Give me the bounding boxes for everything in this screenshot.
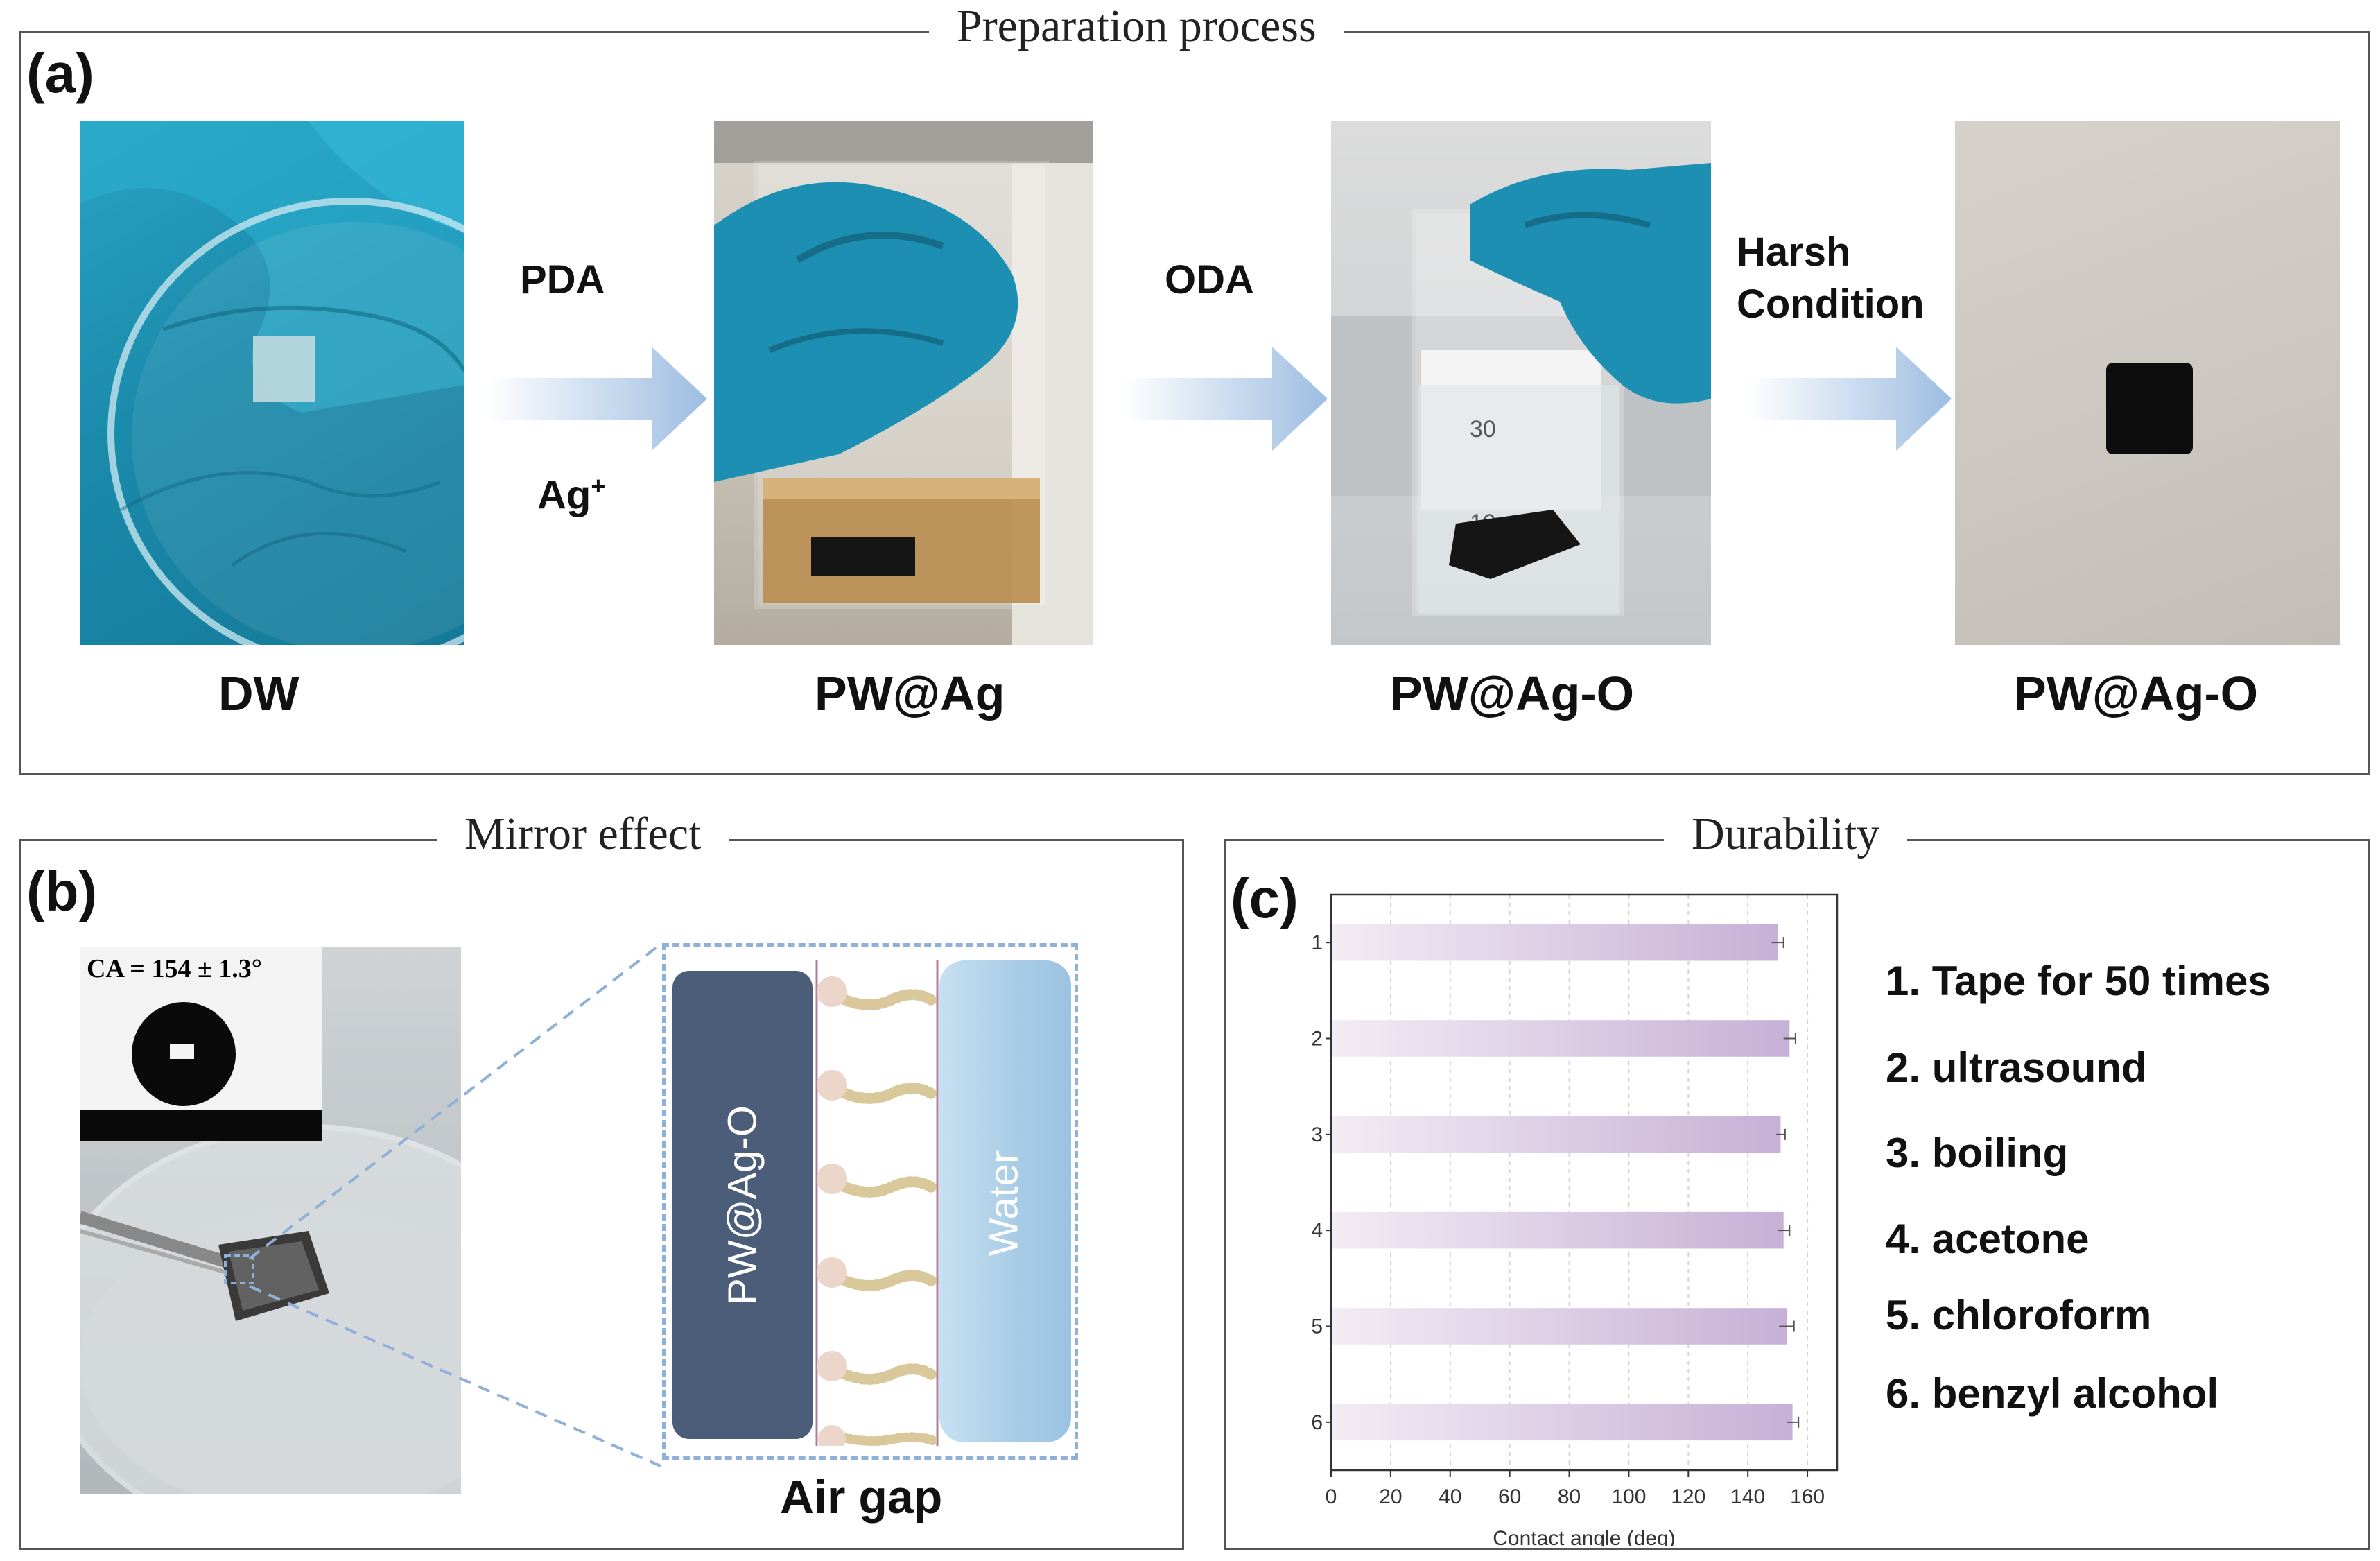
x-tick-label-40: 40 xyxy=(1439,1485,1461,1508)
label-air-gap: Air gap xyxy=(780,1471,943,1524)
photo-pw-ag-beaker xyxy=(714,121,1093,645)
label-ag-ion: Ag+ xyxy=(537,472,605,518)
label-harsh: Harsh xyxy=(1737,230,1851,275)
label-ag: Ag xyxy=(537,472,591,518)
label-ag-charge: + xyxy=(591,472,606,500)
panel-label-b: (b) xyxy=(26,861,98,922)
mirror-illustration xyxy=(80,1124,461,1494)
bar-6 xyxy=(1331,1404,1793,1441)
arrow-step-1 xyxy=(485,347,707,451)
y-tick-label-5: 5 xyxy=(1311,1316,1323,1338)
beaker-oda-illustration: 30 10 xyxy=(1331,163,1711,616)
x-axis-label: Contact angle (deg) xyxy=(1493,1527,1676,1546)
contact-angle-inset: CA = 154 ± 1.3° xyxy=(80,947,322,1141)
photo-pw-ag-o-sample xyxy=(1955,121,2340,645)
panel-label-a: (a) xyxy=(26,42,94,104)
water-text: Water xyxy=(981,1150,1027,1257)
x-tick-label-140: 140 xyxy=(1730,1485,1765,1508)
y-tick-label-6: 6 xyxy=(1311,1411,1323,1434)
legend-item-6: 6. benzyl alcohol xyxy=(1886,1370,2219,1417)
section-title-mirror: Mirror effect xyxy=(437,808,729,861)
water-block xyxy=(939,960,1071,1442)
plot-frame xyxy=(1330,893,1839,1472)
bar-5 xyxy=(1331,1308,1787,1345)
y-tick-label-1: 1 xyxy=(1311,931,1323,954)
x-tick-label-0: 0 xyxy=(1326,1485,1337,1508)
bar-3 xyxy=(1331,1116,1781,1153)
bar-1 xyxy=(1331,924,1778,961)
photo-dw-petri-dish xyxy=(80,121,464,645)
y-tick-label-2: 2 xyxy=(1311,1028,1323,1051)
x-tick-label-160: 160 xyxy=(1790,1485,1825,1508)
panel-label-c: (c) xyxy=(1231,868,1298,929)
beaker-ag-illustration xyxy=(714,121,1093,645)
arrow-step-2 xyxy=(1123,347,1328,451)
x-tick-label-60: 60 xyxy=(1498,1485,1521,1508)
beaker-mark-30: 30 xyxy=(1470,416,1496,442)
label-pda: PDA xyxy=(520,257,605,302)
label-pw-ag-o-1: PW@Ag-O xyxy=(1390,666,1635,721)
water-rotated-label: Water xyxy=(981,1150,1027,1257)
air-gap-schematic xyxy=(662,943,1078,1460)
x-tick-label-120: 120 xyxy=(1671,1485,1705,1508)
label-dw: DW xyxy=(218,666,299,721)
y-tick-label-3: 3 xyxy=(1311,1123,1323,1146)
label-pw-ag-o-2: PW@Ag-O xyxy=(2014,666,2259,721)
photo-pw-ag-o-beaker: 30 10 xyxy=(1331,121,1711,645)
legend-item-4: 4. acetone xyxy=(1886,1216,2090,1262)
chain-row xyxy=(817,976,938,1010)
contact-angle-value: CA = 154 ± 1.3° xyxy=(87,954,262,983)
legend-item-1: 1. Tape for 50 times xyxy=(1886,958,2271,1004)
photo-mirror-effect: CA = 154 ± 1.3° xyxy=(80,947,461,1494)
arrow-step-3 xyxy=(1747,347,1952,451)
pw-ag-o-block xyxy=(672,971,813,1439)
label-condition: Condition xyxy=(1737,282,1925,327)
x-tick-label-80: 80 xyxy=(1558,1485,1581,1508)
y-tick-label-4: 4 xyxy=(1311,1219,1323,1242)
section-title-preparation: Preparation process xyxy=(929,0,1344,53)
pw-ag-o-text: PW@Ag-O xyxy=(720,1105,765,1305)
molecule-chains xyxy=(815,960,939,1446)
pw-ag-o-rotated-label: PW@Ag-O xyxy=(720,1105,766,1305)
legend-item-5: 5. chloroform xyxy=(1886,1292,2152,1338)
bar-2 xyxy=(1331,1020,1790,1057)
x-tick-label-100: 100 xyxy=(1611,1485,1646,1508)
legend-item-3: 3. boiling xyxy=(1886,1130,2069,1176)
droplet-image xyxy=(80,1002,322,1141)
section-title-durability: Durability xyxy=(1664,808,1908,861)
sample-illustration xyxy=(2106,363,2193,454)
bar-4 xyxy=(1331,1211,1784,1249)
zoom-lines xyxy=(248,942,663,1468)
legend-item-2: 2. ultrasound xyxy=(1886,1044,2147,1091)
petri-dish-illustration xyxy=(80,121,464,645)
x-tick-label-20: 20 xyxy=(1379,1485,1402,1508)
label-pw-ag: PW@Ag xyxy=(815,666,1005,721)
label-oda: ODA xyxy=(1165,257,1254,302)
